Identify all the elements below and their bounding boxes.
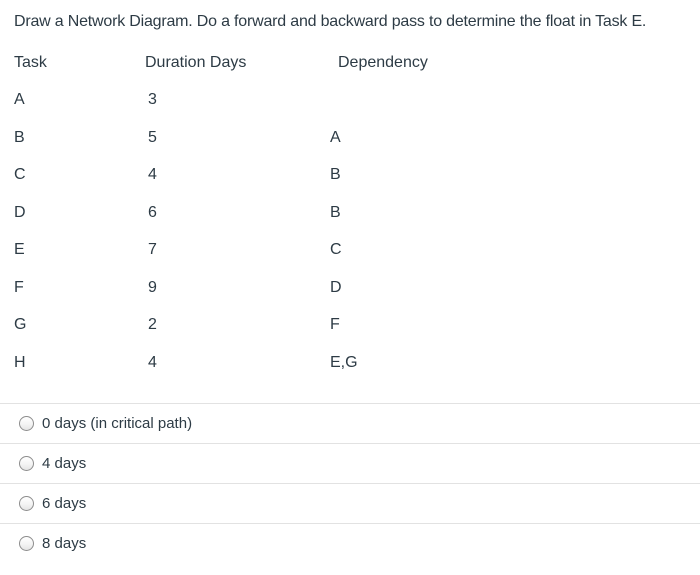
dependency-cell: D bbox=[330, 278, 342, 296]
radio-button[interactable] bbox=[19, 415, 34, 431]
duration-cell: 9 bbox=[148, 278, 157, 296]
dependency-cell: F bbox=[330, 316, 340, 334]
dependency-cell: B bbox=[330, 166, 341, 184]
task-table: Task Duration Days Dependency A 3 B 5 A … bbox=[14, 44, 700, 382]
task-cell: E bbox=[14, 241, 25, 259]
dependency-cell: C bbox=[330, 241, 342, 259]
question-title: Draw a Network Diagram. Do a forward and… bbox=[14, 13, 647, 30]
column-header-dependency: Dependency bbox=[338, 53, 428, 71]
dependency-cell: B bbox=[330, 203, 341, 221]
quiz-question-panel: Draw a Network Diagram. Do a forward and… bbox=[0, 12, 700, 575]
answer-options: 0 days (in critical path) 4 days 6 days … bbox=[0, 402, 700, 563]
duration-cell: 6 bbox=[148, 203, 157, 221]
duration-cell: 4 bbox=[148, 353, 157, 371]
duration-cell: 3 bbox=[148, 91, 157, 109]
answer-option-label[interactable]: 8 days bbox=[42, 534, 87, 552]
duration-cell: 4 bbox=[148, 166, 157, 184]
task-cell: A bbox=[14, 91, 25, 109]
duration-cell: 5 bbox=[148, 128, 157, 146]
dependency-cell: A bbox=[330, 128, 341, 146]
dependency-cell: E,G bbox=[330, 353, 358, 371]
answer-option-8-days[interactable]: 8 days bbox=[0, 522, 700, 563]
answer-option-0-days[interactable]: 0 days (in critical path) bbox=[0, 402, 700, 443]
answer-option-label[interactable]: 4 days bbox=[42, 454, 87, 472]
radio-button[interactable] bbox=[19, 535, 34, 551]
radio-button[interactable] bbox=[19, 455, 34, 471]
radio-button[interactable] bbox=[19, 495, 34, 511]
answer-option-4-days[interactable]: 4 days bbox=[0, 442, 700, 483]
column-header-duration: Duration Days bbox=[145, 53, 247, 71]
duration-cell: 2 bbox=[148, 316, 157, 334]
dependency-cell bbox=[330, 82, 700, 120]
duration-cell: 7 bbox=[148, 241, 157, 259]
answer-option-label[interactable]: 0 days (in critical path) bbox=[42, 414, 193, 432]
task-cell: B bbox=[14, 128, 25, 146]
answer-option-label[interactable]: 6 days bbox=[42, 494, 87, 512]
task-cell: H bbox=[14, 353, 26, 371]
task-cell: C bbox=[14, 166, 26, 184]
task-cell: F bbox=[14, 278, 24, 296]
task-cell: D bbox=[14, 203, 26, 221]
answer-option-6-days[interactable]: 6 days bbox=[0, 482, 700, 523]
task-cell: G bbox=[14, 316, 27, 334]
column-header-task: Task bbox=[14, 53, 47, 71]
